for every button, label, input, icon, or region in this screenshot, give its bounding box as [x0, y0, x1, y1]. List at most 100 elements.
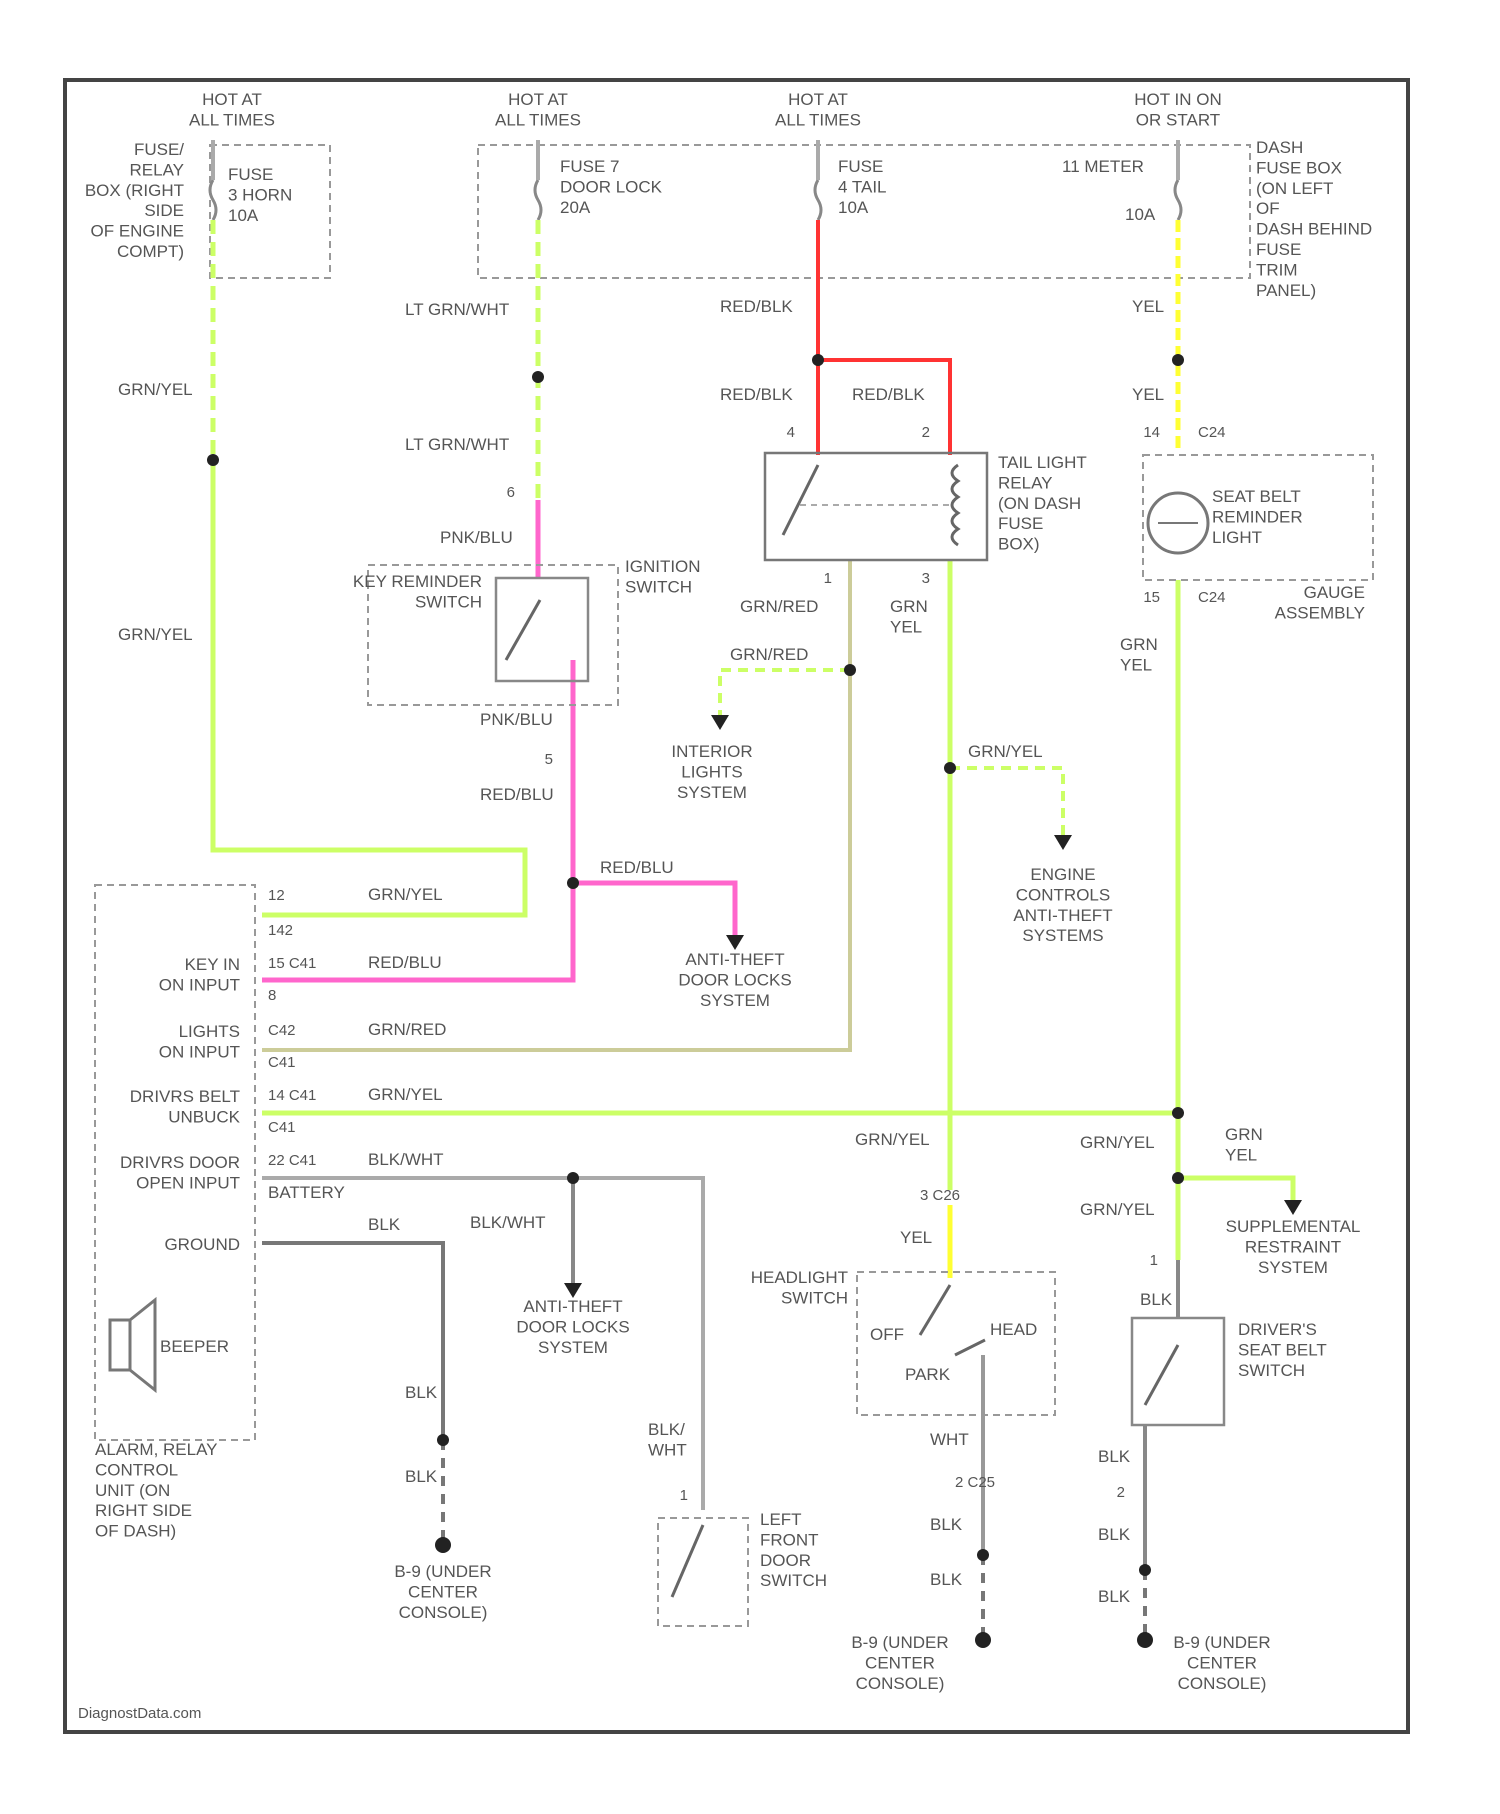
wire-label-grn-yel-4: GRN/YEL [368, 885, 443, 904]
wire-label-grn-yel-6: GRN/YEL [855, 1130, 930, 1149]
pin-15: 15 [1143, 589, 1160, 606]
wire-label-red-blu-3: RED/BLU [368, 953, 442, 972]
wire-label-grn-yel-stack-2: GRNYEL [1120, 635, 1158, 674]
pin-1-b: 1 [1150, 1252, 1158, 1269]
wire-label-grn-yel-7: GRN/YEL [1080, 1133, 1155, 1152]
seat-belt-light-label: SEAT BELTREMINDERLIGHT [1212, 487, 1303, 547]
wire-label-blk-6: BLK [930, 1515, 963, 1534]
wire-label-red-blu-2: RED/BLU [600, 858, 674, 877]
ground-label: GROUND [164, 1235, 240, 1254]
wire-label-grn-yel-1: GRN/YEL [118, 380, 193, 399]
pin-14-c41: 14 C41 [268, 1087, 316, 1104]
wire-label-blk-wht-1: BLK/WHT [368, 1150, 444, 1169]
pin-c42: C42 [268, 1022, 296, 1039]
wire-label-blk-7: BLK [1098, 1525, 1131, 1544]
wire-label-wht: WHT [930, 1430, 969, 1449]
wire-label-lt-grn-wht-2: LT GRN/WHT [405, 435, 509, 454]
pin-3: 3 [922, 570, 930, 587]
pin-14: 14 [1143, 424, 1160, 441]
wire-label-grn-red-1: GRN/RED [740, 597, 818, 616]
wire-label-blk-8: BLK [930, 1570, 963, 1589]
pin-6: 6 [507, 484, 515, 501]
wire-label-pnk-blu-2: PNK/BLU [480, 710, 553, 729]
watermark: DiagnostData.com [78, 1705, 201, 1722]
pin-15-c41: 15 C41 [268, 955, 316, 972]
wire-label-red-blk-1: RED/BLK [720, 297, 793, 316]
headlight-switch-label: HEADLIGHTSWITCH [751, 1268, 848, 1307]
pin-c24-b: C24 [1198, 589, 1226, 606]
fuse-meter-amp-label: 10A [1125, 205, 1156, 224]
wire-label-blk-1: BLK [368, 1215, 401, 1234]
pin-12: 12 [268, 887, 285, 904]
left-front-door-switch-label: LEFTFRONTDOORSWITCH [760, 1510, 827, 1590]
wire-label-lt-grn-wht-1: LT GRN/WHT [405, 300, 509, 319]
wire-label-grn-yel-5: GRN/YEL [368, 1085, 443, 1104]
pin-c41-b: C41 [268, 1119, 296, 1136]
arrow-anti-theft-2 [564, 1283, 582, 1298]
ground-right-label: B-9 (UNDERCENTERCONSOLE) [1173, 1633, 1270, 1693]
interior-lights-label: INTERIORLIGHTSSYSTEM [671, 742, 752, 802]
fuse-meter-element [1175, 180, 1181, 220]
seat-belt-switch-box [1132, 1318, 1224, 1425]
fuse-door-lock-element [535, 180, 541, 220]
door-switch-arm [672, 1525, 703, 1597]
arrow-anti-theft-1 [726, 935, 744, 950]
pin-2-b: 2 [1117, 1484, 1125, 1501]
wire-label-blk-9: BLK [1098, 1587, 1131, 1606]
wire-label-blk-3: BLK [405, 1383, 438, 1402]
wire-label-yel-1: YEL [1132, 297, 1164, 316]
drivers-seat-belt-switch-label: DRIVER'SSEAT BELTSWITCH [1238, 1320, 1327, 1380]
fuse-tail-label: FUSE4 TAIL10A [838, 157, 887, 217]
wire-label-yel-2: YEL [1132, 385, 1164, 404]
wire-label-blk-wht-2: BLK/WHT [470, 1213, 546, 1232]
headlight-switch-head: HEAD [990, 1320, 1037, 1339]
pin-5: 5 [545, 751, 553, 768]
arrow-interior-lights [711, 715, 729, 730]
wire-label-grn-red-3: GRN/RED [368, 1020, 446, 1039]
wire-label-pnk-blu-1: PNK/BLU [440, 528, 513, 547]
beeper-icon [110, 1300, 155, 1390]
pin-c24-a: C24 [1198, 424, 1226, 441]
pin-3-c26: 3 C26 [920, 1187, 960, 1204]
battery-label: BATTERY [268, 1183, 345, 1202]
wire-label-blk-5: BLK [405, 1467, 438, 1486]
wire-label-blk-4: BLK [1098, 1447, 1131, 1466]
pin-c41: C41 [268, 1054, 296, 1071]
wire-red-blu-branch [573, 883, 735, 935]
wire-ground-blk [262, 1243, 443, 1440]
wire-red-blk-branch [818, 360, 950, 455]
arrow-engine-controls [1054, 835, 1072, 850]
key-reminder-switch-label: KEY REMINDERSWITCH [353, 572, 482, 611]
pin-22-c41: 22 C41 [268, 1152, 316, 1169]
wire-srs-branch [1178, 1178, 1293, 1200]
wire-label-red-blu-1: RED/BLU [480, 785, 554, 804]
headlight-switch-off: OFF [870, 1325, 904, 1344]
headlight-switch-park: PARK [905, 1365, 951, 1384]
key-switch-arm [506, 600, 540, 660]
pin-4: 4 [787, 424, 795, 441]
wire-label-grn-yel-2: GRN/YEL [118, 625, 193, 644]
pin-1-c: 1 [680, 1487, 688, 1504]
wire-label-yel-3: YEL [900, 1228, 932, 1247]
